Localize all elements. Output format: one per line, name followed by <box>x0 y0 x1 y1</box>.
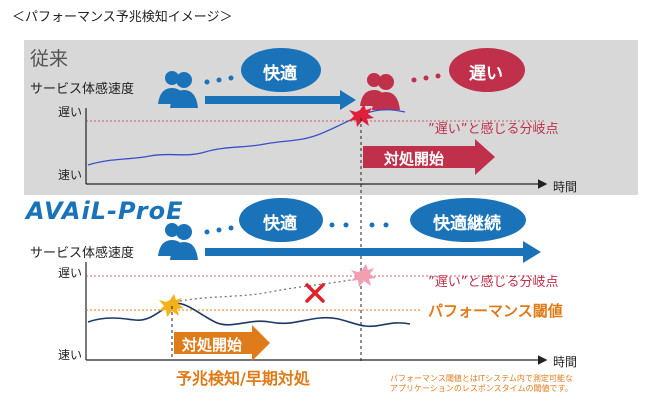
brand-logo: AVAiL-ProE <box>26 197 184 225</box>
top-panel <box>24 40 638 195</box>
annotation-bottom: ”遅い”と感じる分岐点 <box>428 275 559 290</box>
tick-fast-top: 速い <box>58 168 83 182</box>
speed-curve-top <box>87 109 406 166</box>
burst-orange-icon <box>159 294 184 317</box>
projected-curve <box>174 277 363 303</box>
action-arrow-top <box>363 139 495 175</box>
x-axis-label-bottom: 時間 <box>553 355 578 369</box>
x-axis-label-top: 時間 <box>553 180 578 194</box>
bubble-comfortable-top-text: 快適 <box>263 64 297 84</box>
user-group-icon <box>158 71 198 108</box>
page-title: ＜パフォーマンス予兆検知イメージ＞ <box>12 10 233 25</box>
note-line-1: パフォーマンス閾値とはITシステム内で測定可能な <box>390 374 573 383</box>
dots-red-icon <box>411 73 441 83</box>
bubble-comfortable-bottom <box>239 198 323 242</box>
cross-icon <box>305 283 325 303</box>
burst-faded-icon <box>351 264 376 287</box>
action-arrow-bottom <box>174 325 270 361</box>
y-axis-title-bottom: サービス体感速度 <box>30 246 135 261</box>
bubble-comfortable-top <box>241 48 321 92</box>
burst-icon-top <box>349 104 374 127</box>
speed-curve-bottom <box>87 302 411 328</box>
action-arrow-bottom-text: 対処開始 <box>182 336 243 354</box>
time-arrow-top <box>205 90 356 110</box>
section-label-top: 従来 <box>30 48 69 70</box>
tick-slow-top: 遅い <box>58 105 83 119</box>
note-line-2: アプリケーションのレスポンスタイムの閾値です。 <box>390 384 573 393</box>
bubble-slow-top-text: 遅い <box>469 64 503 84</box>
user-group-icon-bottom <box>158 223 198 260</box>
bottom-caption: 予兆検知/早期対処 <box>176 369 310 388</box>
time-arrow-bottom <box>205 241 541 263</box>
annotation-top: ”遅い”と感じる分岐点 <box>428 122 559 137</box>
threshold-note: パフォーマンス閾値とはITシステム内で測定可能な アプリケーションのレスポンスタ… <box>390 374 610 394</box>
tick-slow-bottom: 遅い <box>58 266 83 280</box>
bubble-comfortable-bottom-text: 快適 <box>263 214 297 234</box>
dots-bottom-icon <box>204 222 389 235</box>
user-group-red-icon <box>360 73 400 110</box>
bubble-slow-top <box>449 48 525 92</box>
threshold-label: パフォーマンス閾値 <box>428 302 563 320</box>
bubble-continued-bottom <box>410 198 526 242</box>
tick-fast-bottom: 速い <box>58 348 83 362</box>
bubble-continued-bottom-text: 快適継続 <box>433 214 501 234</box>
action-arrow-top-text: 対処開始 <box>384 150 445 168</box>
dots-icon <box>204 75 234 85</box>
y-axis-title-top: サービス体感速度 <box>30 82 135 97</box>
